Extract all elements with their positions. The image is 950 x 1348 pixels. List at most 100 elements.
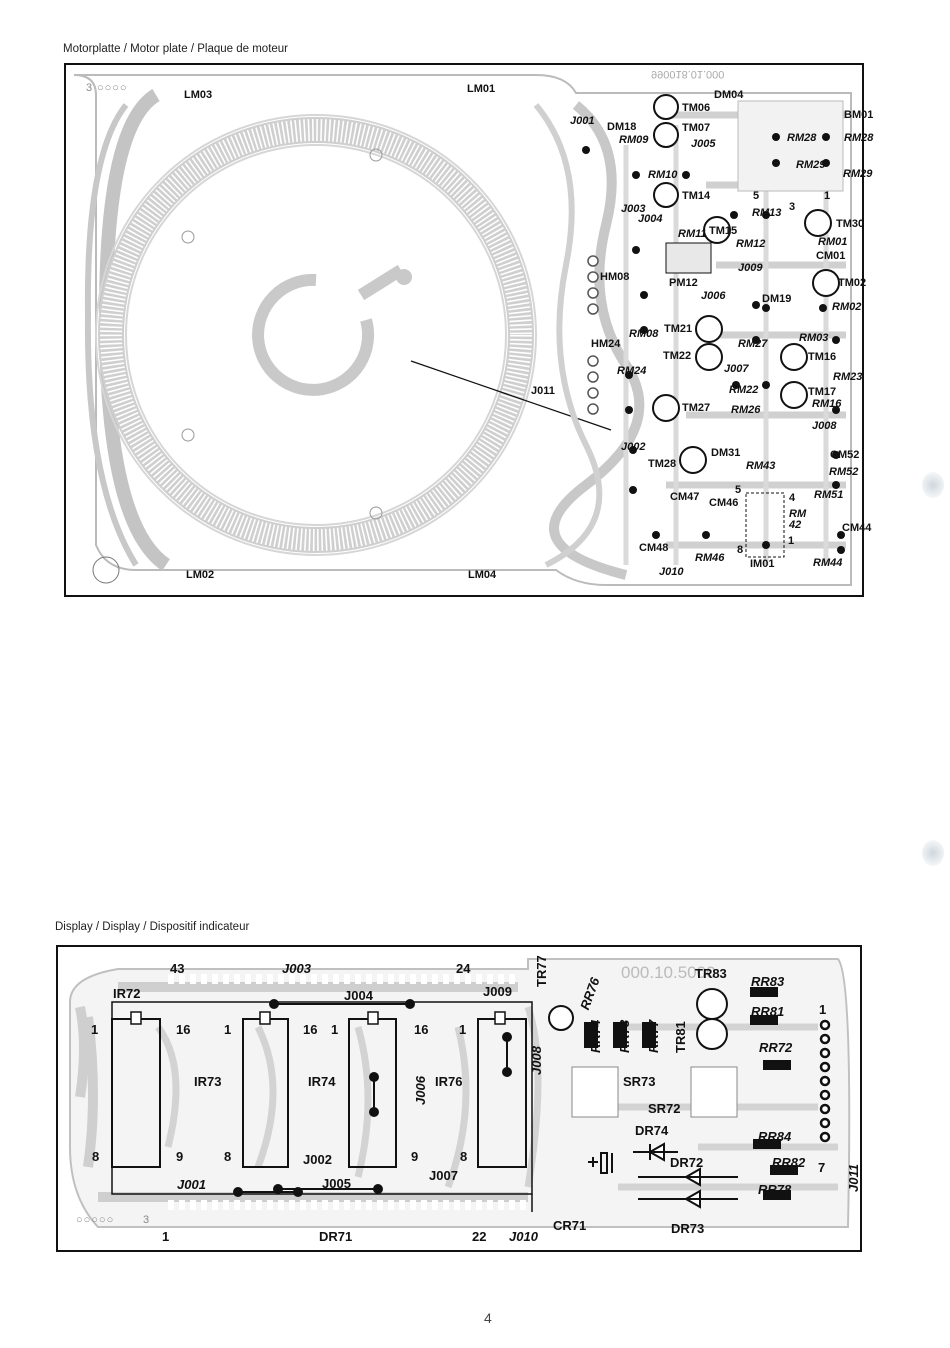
punch-hole-mark-top [922,472,944,498]
label-rm10: RM10 [648,169,678,181]
label-pin8: 8 [737,544,744,556]
label-tm27: TM27 [682,402,711,414]
label-ir72: IR72 [113,986,141,1001]
label-tm30: TM30 [836,218,865,230]
label-rm02: RM02 [832,301,862,313]
display-corner-pads: ○○○○○ [76,1214,115,1226]
label-j005: J005 [322,1176,351,1191]
label-tm14: TM14 [682,190,711,202]
label-cm46: CM46 [709,497,739,509]
label-rr83: RR83 [751,974,785,989]
label-j006: J006 [701,290,726,302]
label-cm52: CM52 [830,449,860,461]
label-rm43: RM43 [746,460,776,472]
label-sr72: SR72 [648,1101,681,1116]
label-rm44: RM44 [813,557,843,569]
label-rm42: RM 42 [789,508,807,531]
label-tm17: TM17 [808,386,837,398]
label-ir74: IR74 [308,1074,336,1089]
label-rm12: RM12 [736,238,766,250]
label-1e: 1 [819,1002,827,1017]
label-j002: J002 [303,1152,332,1167]
display-traces [69,958,851,1228]
label-16a: 16 [176,1022,191,1037]
label-rm09: RM09 [619,134,649,146]
label-rr78: RR78 [758,1182,792,1197]
label-rm08: RM08 [629,328,659,340]
label-16c: 16 [414,1022,429,1037]
label-rr84: RR84 [758,1129,792,1144]
label-cr71: CR71 [553,1218,587,1233]
label-rm24: RM24 [617,365,647,377]
label-dr73: DR73 [671,1221,705,1236]
label-tr83: TR83 [695,966,727,981]
label-ir76: IR76 [435,1074,463,1089]
label-lm04: LM04 [468,569,497,581]
label-dm18: DM18 [607,121,637,133]
label-j004: J004 [638,213,663,225]
label-1c: 1 [331,1022,339,1037]
label-hm24: HM24 [591,338,621,350]
label-rm23: RM23 [833,371,863,383]
label-rm22: RM22 [729,384,759,396]
label-cm47: CM47 [670,491,700,503]
label-rm16: RM16 [812,398,842,410]
label-j007: J007 [429,1168,458,1183]
label-dm04: DM04 [714,89,744,101]
label-j010: J010 [659,566,684,578]
label-hm08: HM08 [600,271,630,283]
label-22: 22 [472,1229,487,1244]
motor-corner-tag: 3 [86,82,93,94]
label-pin5b: 5 [735,484,742,496]
label-bm01: BM01 [844,109,874,121]
label-j003: J003 [621,203,646,215]
label-j009: J009 [483,984,512,999]
label-sr73: SR73 [623,1074,656,1089]
label-rm26: RM26 [731,404,761,416]
label-rm46: RM46 [695,552,725,564]
label-tm07: TM07 [682,122,711,134]
motor-plate-caption: Motorplatte / Motor plate / Plaque de mo… [63,43,289,55]
label-dr71: DR71 [319,1229,353,1244]
label-8b: 8 [224,1149,232,1164]
label-1b: 1 [224,1022,232,1037]
label-rm11: RM11 [678,228,707,240]
label-dm31: DM31 [711,447,741,459]
label-tm21: TM21 [664,323,693,335]
label-j005: J005 [691,138,716,150]
label-rm27: RM27 [738,338,768,350]
label-j008: J008 [812,420,837,432]
label-cm01: CM01 [816,250,846,262]
label-im01: IM01 [750,558,775,570]
label-dr72: DR72 [670,1155,704,1170]
label-j003: J003 [282,961,311,976]
label-1d: 1 [459,1022,467,1037]
label-pin3: 3 [789,201,796,213]
label-j010: J010 [509,1229,538,1244]
display-diagram: ○○○○○ 3 000.10.5000 43 J003 24 TR77 RR76… [56,945,862,1252]
label-rm28-a: RM28 [787,132,817,144]
display-caption: Display / Display / Dispositif indicateu… [55,921,250,933]
motor-plate-traces [73,74,852,586]
motor-plate-diagram: 3 ○○○○ 990018.01.000 LM03 LM01 LM02 LM04… [64,63,873,597]
label-rr72: RR72 [759,1040,793,1055]
label-rr82: RR82 [772,1155,806,1170]
label-j004: J004 [344,988,373,1003]
label-lm03: LM03 [184,89,213,101]
label-j002: J002 [621,441,646,453]
label-pin5: 5 [753,190,760,202]
label-lm02: LM02 [186,569,215,581]
label-dr74: DR74 [635,1123,669,1138]
label-j001: J001 [177,1177,206,1192]
label-j007: J007 [724,363,749,375]
label-1a: 1 [91,1022,99,1037]
label-9a: 9 [176,1149,184,1164]
label-rm51: RM51 [814,489,844,501]
label-cm44: CM44 [842,522,872,534]
label-43: 43 [170,961,185,976]
punch-hole-mark-bottom [922,840,944,866]
label-tm06: TM06 [682,102,711,114]
label-9b: 9 [411,1149,419,1164]
label-j008: J008 [529,1046,544,1075]
label-tm02: TM02 [838,277,867,289]
